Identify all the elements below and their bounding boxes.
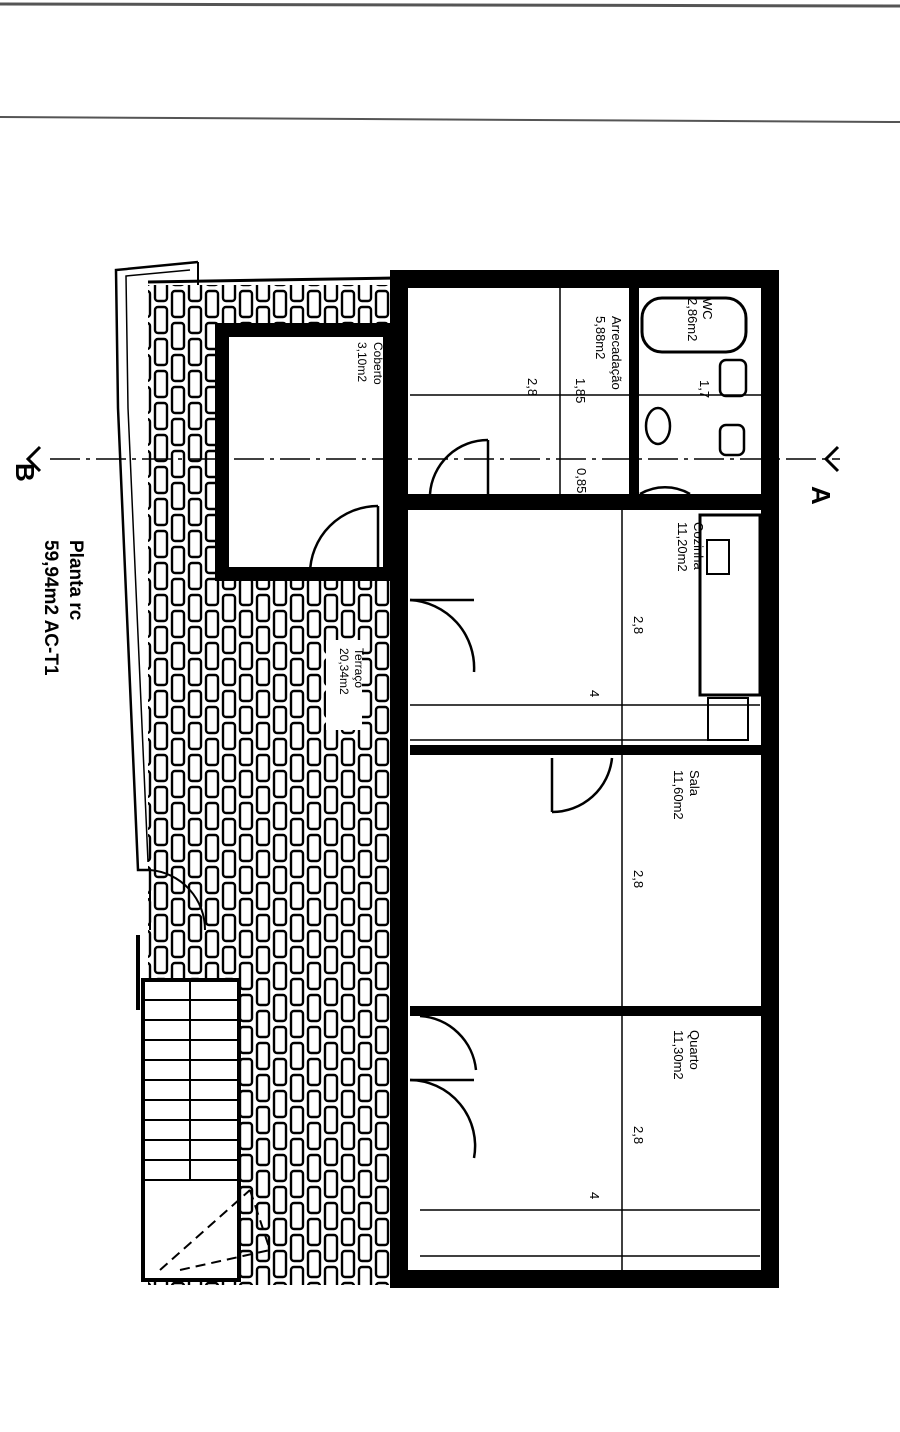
cozinha-dim-w: 2,8 [631,616,646,634]
quarto-dim-w: 2,8 [631,1126,646,1144]
balcony-inner [125,269,191,863]
wall-sala-quarto [410,1006,770,1016]
toilet [644,406,672,446]
construction-lines [410,288,762,1270]
fridge [707,697,749,741]
arrumos-dim-w: 1,85 [573,378,588,403]
coberto-dim2: 1,73 [387,512,399,533]
sala-dim-w: 2,8 [631,870,646,888]
kitchen-sink [706,539,730,575]
stair-treads [143,980,239,1181]
cozinha-name: Cozinha [691,522,706,570]
terraco-area: 20,34m2 [337,648,351,695]
arrumos-dim-d: 0,85 [574,468,589,493]
section-arrow-a [823,445,840,473]
section-mark-b: B [10,463,40,482]
basin [718,358,748,398]
coberto-area: 3,10m2 [355,342,369,382]
scan-edge-line [0,116,900,123]
wc-dim: 1,7 [697,380,712,398]
doors [308,438,691,1159]
wall-arrumos-wc [629,288,639,496]
section-mark-a: A [806,486,836,505]
arrumos-name: Arrecadação [609,316,624,390]
bidet [718,423,746,457]
door-quarto-2 [409,1078,477,1159]
wall-arrumos-bottom [399,494,770,510]
door-wc [639,486,691,496]
coberto-room [215,323,397,581]
coberto-dim: 1,16 [387,398,399,419]
bathtub [640,296,748,354]
quarto-dim-l: 4 [587,1192,602,1199]
quarto-name: Quarto [687,1030,702,1070]
section-arrow-b [25,445,42,473]
door-coberto [308,504,379,575]
arrumos-area: 5,88m2 [593,316,608,359]
arrumos-dim-l: 2,8 [525,378,540,396]
terraco-name: Terraço [352,648,366,688]
coberto-name: Coberto [371,342,385,385]
door-arrumos [428,438,489,495]
plan-subtitle: 59,94m2 AC-T1 [40,540,61,676]
gate-swing [149,869,207,931]
wc-name: WC [700,298,715,320]
cozinha-dim-l: 4 [587,690,602,697]
sala-area: 11,60m2 [671,770,686,820]
door-sala [551,757,614,814]
terrace-top-edge [147,276,397,284]
building-outline [390,270,779,1288]
cozinha-area: 11,20m2 [675,522,690,572]
door-cozinha [409,598,476,673]
quarto-area: 11,30m2 [671,1030,686,1080]
wc-area: 2,86m2 [685,298,700,341]
scan-edge-top [0,2,900,8]
terrace-label-bg [326,640,362,730]
wall-cozinha-sala [410,745,770,755]
sala-name: Sala [687,770,702,797]
door-quarto [419,1014,478,1071]
kitchen-counter [698,513,762,697]
stair-dashed [159,1189,271,1271]
plan-title: Planta rc [65,540,86,621]
balcony-outline [114,260,199,872]
